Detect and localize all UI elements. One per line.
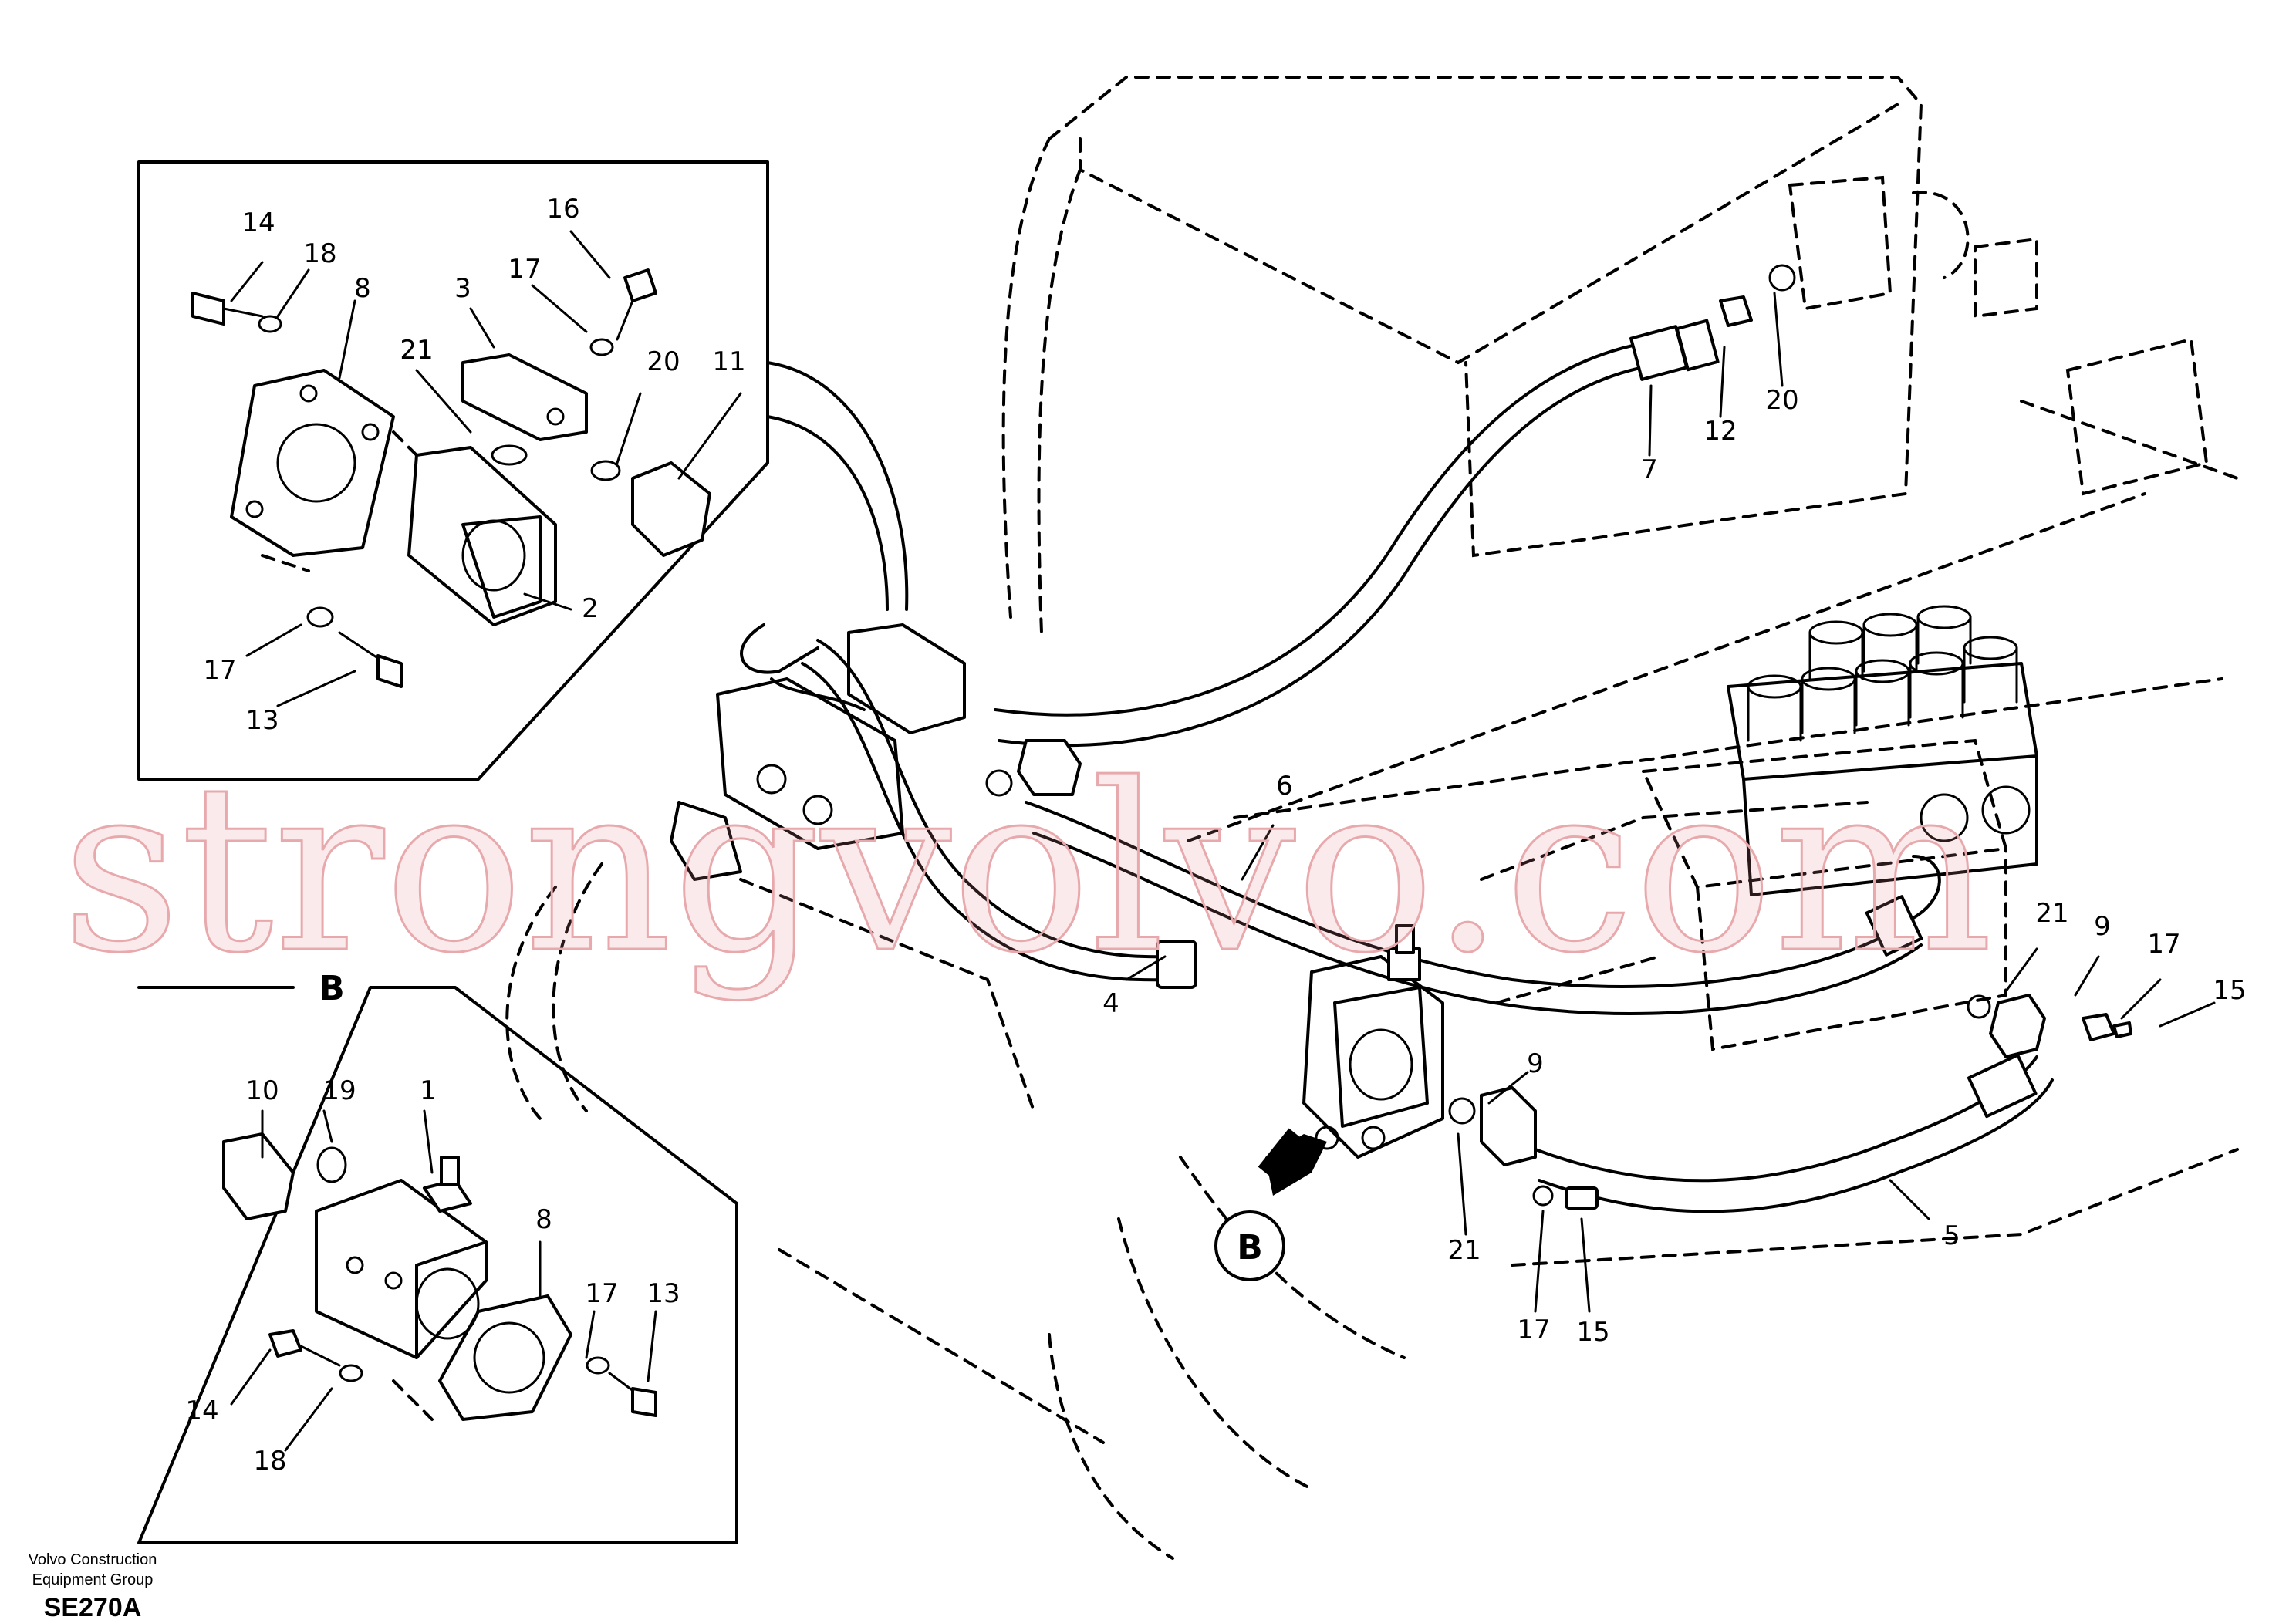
hose-6 [1025,801,1941,1015]
view-marker-label: B [1237,1228,1263,1267]
svg-text:strongvolvo.com: strongvolvo.com [62,734,1993,1004]
callout-label: 15 [2213,975,2246,1006]
callout-label: 17 [585,1278,618,1309]
valve-block-b [1302,924,1537,1166]
callout-label: 13 [647,1278,680,1309]
callout-label: 17 [203,655,236,686]
hose-4 [801,639,1197,989]
callout-label: 21 [2035,898,2068,929]
callout-label: 11 [712,346,745,377]
callout-label: 20 [1765,385,1798,416]
callout-label: 3 [454,273,471,304]
center-manifold [670,623,1082,881]
callout-label: 10 [245,1075,279,1106]
callout-label: 14 [185,1396,218,1426]
inset-detail-top [137,160,909,781]
hose-5 [1534,1053,2054,1213]
hose-7 [994,319,1720,748]
callout-label: 15 [1576,1317,1609,1348]
callouts-inset-bottom: B 10 19 1 8 17 13 14 18 [185,969,680,1477]
watermark: strongvolvo.com strongvolvo.com [61,734,1994,1005]
upper-hose-loop [740,623,866,711]
callout-label: 6 [1276,771,1293,802]
callout-label: 1 [420,1075,437,1106]
fitting-12 [1719,264,1796,327]
machine-outline [505,76,2239,1560]
company-name-line1: Volvo Construction [29,1551,157,1568]
callout-label: 17 [2147,929,2180,960]
callout-label: 20 [647,346,680,377]
flange-fitting-9 [1967,994,2132,1058]
control-valve-block [1727,605,2038,896]
callout-label: 7 [1641,454,1658,485]
callout-label: 17 [508,254,541,285]
inset-title: B [319,969,345,1008]
callout-label: 8 [354,273,371,304]
callout-label: 14 [241,208,275,238]
callout-label: 12 [1703,416,1737,447]
callout-label: 21 [1447,1235,1481,1266]
callout-label: 5 [1943,1220,1960,1251]
callout-label: 9 [2094,911,2111,942]
callout-label: 13 [245,705,279,736]
callouts-main: 7 12 20 6 4 21 9 17 15 5 21 17 15 9 B [1102,385,2246,1348]
footer: Volvo Construction Equipment Group SE270… [29,1551,157,1620]
callout-label: 17 [1517,1315,1550,1345]
company-name-line2: Equipment Group [32,1571,154,1588]
callouts-inset-top: 14 18 8 16 17 3 21 20 11 2 17 13 [203,194,745,736]
svg-text:strongvolvo.com: strongvolvo.com [62,734,1993,1004]
callout-label: 2 [582,593,599,624]
callout-label: 9 [1527,1048,1544,1079]
diagram-code: SE270A [44,1593,142,1620]
callout-label: 18 [303,238,336,269]
bolt-15-lower [1532,1185,1599,1210]
inset-detail-bottom [137,986,738,1544]
leader-lines [230,230,2216,1452]
callout-label: 8 [535,1204,552,1235]
callout-label: 18 [253,1446,286,1477]
callout-label: 16 [546,194,579,224]
view-b-arrow [1214,1128,1327,1281]
callout-label: 21 [400,335,433,366]
callout-label: 19 [322,1075,356,1106]
callout-label: 4 [1102,988,1119,1019]
